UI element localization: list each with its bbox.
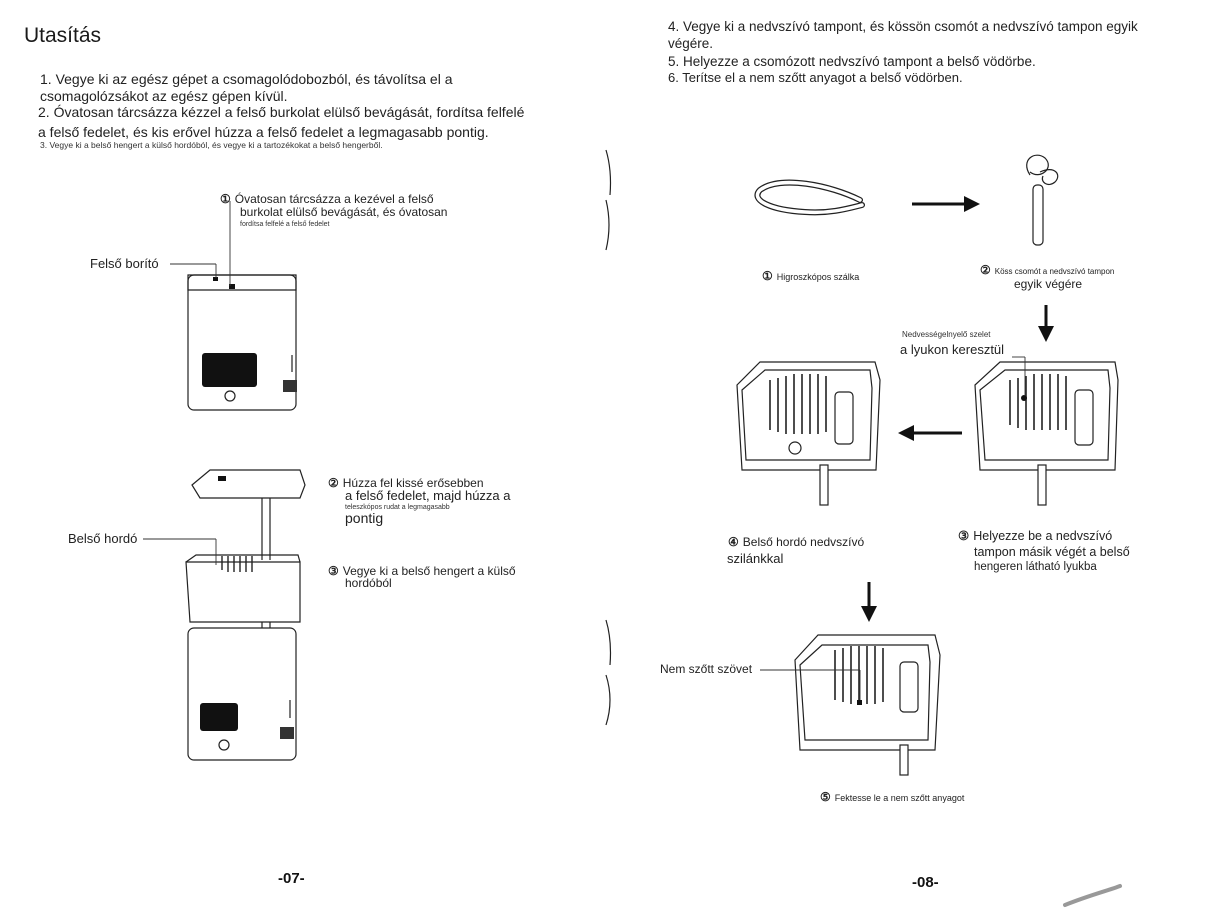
page-number-right: -08- <box>912 874 939 891</box>
callout-1-line-3: fordítsa felfelé a felső fedelet <box>240 221 330 228</box>
label-inner-barrel: Belső hordó <box>68 531 138 546</box>
callout-3-line-2: hordóból <box>345 576 392 590</box>
fig-2-marker: ② <box>980 263 991 277</box>
step-2-line-1: 2. Óvatosan tárcsázza kézzel a felső bur… <box>38 104 525 120</box>
callout-1-line-1: Óvatosan tárcsázza a kezével a felső <box>234 192 434 206</box>
step-2-line-2: a felső fedelet, és kis erővel húzza a f… <box>38 124 489 140</box>
basket-illustration-4 <box>736 361 881 506</box>
moisture-label-line-1: Nedvességelnyelő szelet <box>902 330 991 339</box>
fig-2-line-2: egyik végére <box>1014 277 1083 291</box>
page-title: Utasítás <box>24 24 102 47</box>
fig-1-marker: ① <box>762 269 773 283</box>
moisture-label-line-2: a lyukon keresztül <box>900 342 1005 357</box>
fig-4-line-1: Belső hordó nedvszívó <box>742 535 865 549</box>
step-5: 5. Helyezze a csomózott nedvszívó tampon… <box>668 54 1036 69</box>
fig-4-line-2: szilánkkal <box>727 551 784 566</box>
callout-1-line-2: burkolat elülső bevágását, és óvatosan <box>240 205 448 219</box>
label-nonwoven: Nem szőtt szövet <box>660 662 753 676</box>
callout-2-line-1: Húzza fel kissé erősebben <box>342 476 484 490</box>
callout-3-line-1: Vegye ki a belső hengert a külső <box>342 564 516 578</box>
arrow-right-icon <box>912 196 980 212</box>
page-divider-marks <box>605 149 612 726</box>
callout-2-line-3: teleszkópos rudat a legmagasabb <box>345 504 450 511</box>
step-3: 3. Vegye ki a belső hengert a külső hord… <box>40 140 383 150</box>
callout-1-marker: ① <box>220 192 231 206</box>
device-illustration-2 <box>143 469 306 761</box>
fig-3-marker: ③ <box>958 529 970 543</box>
callout-2-marker: ② <box>328 476 339 490</box>
fig-3-line-1: Helyezze be a nedvszívó <box>973 529 1113 543</box>
step-1-line-1: 1. Vegye ki az egész gépet a csomagolódo… <box>40 71 453 87</box>
basket-illustration-3 <box>974 356 1119 506</box>
arrow-down-icon-2 <box>861 582 877 622</box>
knotted-strand-illustration <box>1026 154 1059 246</box>
fig-3-line-2: tampon másik végét a belső <box>974 545 1130 559</box>
step-1-line-2: csomagolózsákot az egész gépen kívül. <box>40 88 288 104</box>
step-4-line-2: végére. <box>668 36 714 51</box>
label-top-cover: Felső borító <box>90 256 159 271</box>
page-number-left: -07- <box>278 870 305 887</box>
fig-5-marker: ⑤ <box>820 790 831 804</box>
step-6: 6. Terítse el a nem szőtt anyagot a bels… <box>668 70 963 85</box>
scan-smudge <box>1063 884 1122 907</box>
fig-4-marker: ④ <box>728 535 739 549</box>
callout-3-marker: ③ <box>328 564 339 578</box>
absorbent-strand-illustration <box>754 179 865 216</box>
fig-5-label: Fektesse le a nem szőtt anyagot <box>834 793 965 803</box>
fig-1-label: Higroszkópos szálka <box>776 272 860 282</box>
fig-3-line-3: hengeren látható lyukba <box>974 561 1097 573</box>
device-illustration-1 <box>170 201 297 411</box>
arrow-left-icon <box>898 425 962 441</box>
step-4-line-1: 4. Vegye ki a nedvszívó tampont, és köss… <box>668 19 1138 34</box>
callout-2-line-4: pontig <box>345 510 384 526</box>
basket-illustration-5 <box>760 634 941 776</box>
arrow-down-icon <box>1038 305 1054 342</box>
fig-2-line-1: Köss csomót a nedvszívó tampon <box>994 267 1115 276</box>
callout-2-line-2: a felső fedelet, majd húzza a <box>345 488 511 503</box>
